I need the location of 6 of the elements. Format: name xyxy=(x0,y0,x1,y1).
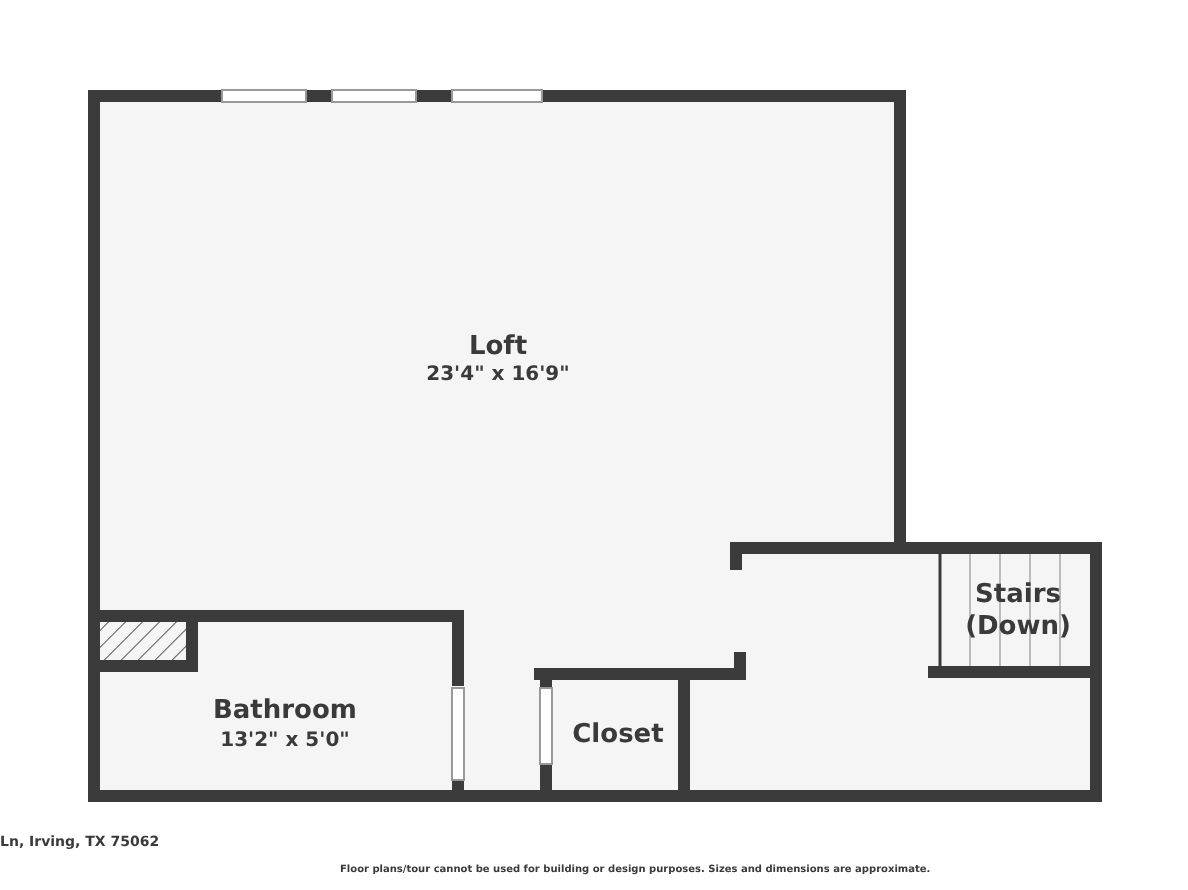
room-name: Bathroom xyxy=(213,696,357,728)
room-dimensions: 23'4" x 16'9" xyxy=(426,362,570,389)
room-name: Stairs (Down) xyxy=(963,579,1073,643)
room-name: Closet xyxy=(572,719,664,751)
room-name: Loft xyxy=(468,331,528,363)
room-dimensions: 13'2" x 5'0" xyxy=(220,727,350,754)
